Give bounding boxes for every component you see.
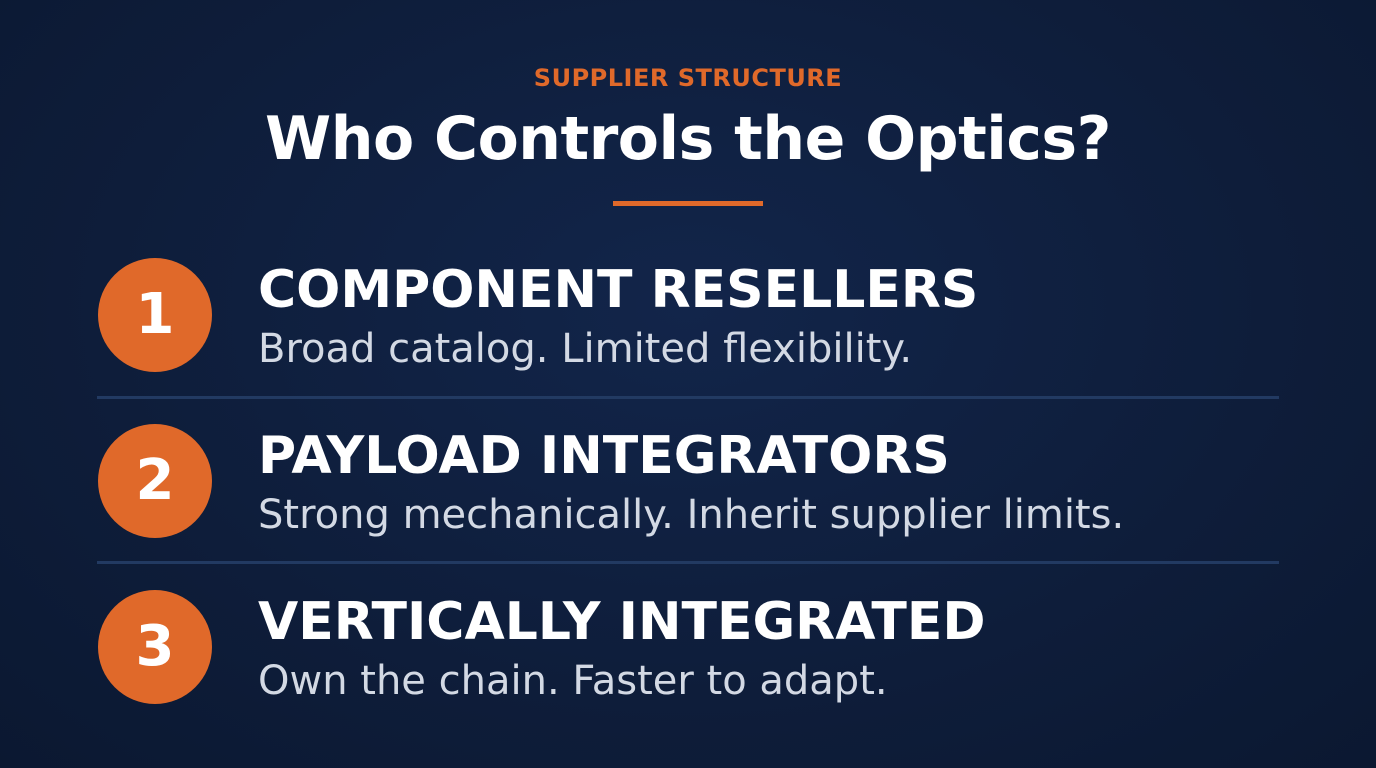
divider xyxy=(97,396,1279,399)
item-description: Broad catalog. Limited flexibility. xyxy=(258,326,913,372)
item-heading: PAYLOAD INTEGRATORS xyxy=(258,426,950,486)
item-description: Strong mechanically. Inherit supplier li… xyxy=(258,492,1125,538)
section-eyebrow: SUPPLIER STRUCTURE xyxy=(533,64,843,92)
number-badge: 3 xyxy=(98,590,212,704)
item-heading: VERTICALLY INTEGRATED xyxy=(258,592,986,652)
item-heading: COMPONENT RESELLERS xyxy=(258,260,979,320)
divider xyxy=(97,561,1279,564)
list-item-payload-integrators: 2 PAYLOAD INTEGRATORS Strong mechanicall… xyxy=(0,424,1376,554)
title-underline xyxy=(613,201,763,206)
list-item-component-resellers: 1 COMPONENT RESELLERS Broad catalog. Lim… xyxy=(0,258,1376,388)
slide-title: Who Controls the Optics? xyxy=(265,104,1111,174)
number-badge: 2 xyxy=(98,424,212,538)
number-badge: 1 xyxy=(98,258,212,372)
list-item-vertically-integrated: 3 VERTICALLY INTEGRATED Own the chain. F… xyxy=(0,590,1376,720)
item-description: Own the chain. Faster to adapt. xyxy=(258,658,888,704)
